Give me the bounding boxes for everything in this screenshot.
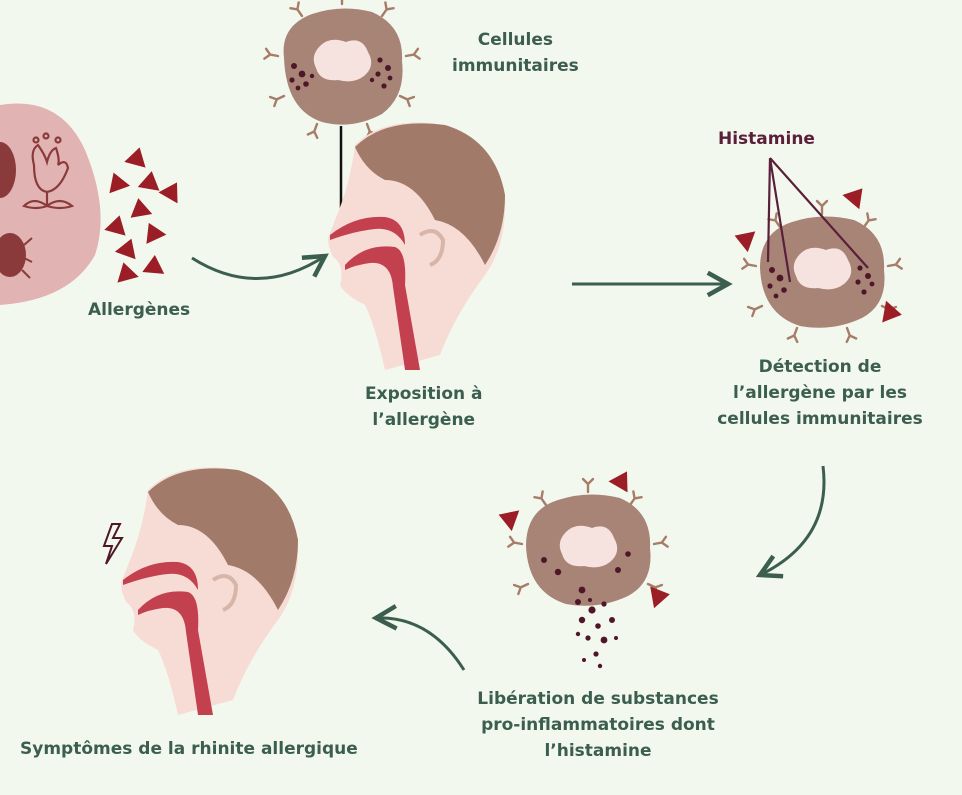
immune-cell-top [263,0,421,140]
flower-icon [21,132,75,210]
immune-cell-detection [741,199,903,344]
arrow-allergens-to-exposure [191,256,325,280]
head-symptoms [121,467,299,715]
head-exposure [328,122,506,370]
allergen-particles [103,144,187,283]
label-histamine: Histamine [718,129,815,149]
label-symptoms: Symptômes de la rhinite allergique [20,739,358,759]
label-exposure: Exposition à l’allergène [365,384,483,430]
arrow-release-to-symptoms [376,618,466,671]
dust-mite-icon [0,233,33,279]
released-granules [575,598,618,669]
immune-cell-release [507,477,669,606]
histamine-pointer-lines [766,157,869,283]
arrow-detection-to-release [760,465,826,575]
label-detection: Détection de l’allergène par les cellule… [717,357,923,429]
label-immune-cells: Cellules immunitaires [452,30,579,76]
label-allergens: Allergènes [88,300,191,320]
label-release: Libération de substances pro-inflammatoi… [477,689,719,761]
lightning-icon [102,523,124,565]
